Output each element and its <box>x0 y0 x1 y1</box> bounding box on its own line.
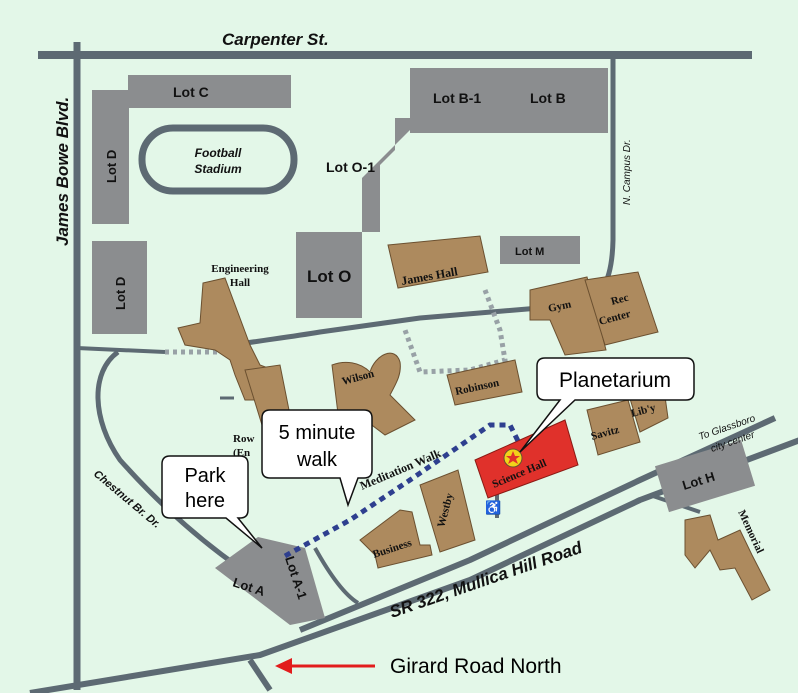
savitz-hall-shape <box>586 399 641 456</box>
walk-callout-text-1: 5 minute <box>279 422 356 444</box>
engineering-label-2: Hall <box>230 277 250 289</box>
walkway-loop <box>402 289 508 375</box>
n-campus-label: N. Campus Dr. <box>622 139 633 205</box>
park-callout-box <box>161 455 263 549</box>
walk-callout: 5 minute walk <box>261 409 373 508</box>
girard-road <box>247 658 273 692</box>
walk-callout-text-2: walk <box>296 449 338 471</box>
planetarium-callout-text: Planetarium <box>559 369 671 392</box>
lot-m-shape <box>500 236 580 264</box>
business-hall-shape <box>359 509 433 569</box>
stadium-track <box>138 124 298 195</box>
lot-o1-label: Lot O-1 <box>326 159 375 175</box>
memorial-hall-shape <box>684 514 771 601</box>
chestnut-road <box>95 349 242 571</box>
park-callout-text-1: Park <box>184 465 226 487</box>
rec-center-label-1: Rec <box>610 292 630 308</box>
rowan-label-1: Row <box>233 433 254 445</box>
lot-h-shape <box>654 439 756 513</box>
walk-callout-box <box>261 409 373 508</box>
robinson-hall-shape <box>446 359 523 406</box>
lot-b-label: Lot B <box>530 90 566 106</box>
lot-c-label: Lot C <box>173 84 209 100</box>
park-callout-text-2: here <box>185 490 225 512</box>
lot-o-label: Lot O <box>307 267 351 286</box>
engineering-label-1: Engineering <box>211 263 269 275</box>
james-bowe-label: James Bowe Blvd. <box>53 97 72 246</box>
walkways <box>165 289 508 375</box>
carpenter-street-label: Carpenter St. <box>222 30 329 49</box>
accessible-icon: ♿ <box>485 500 501 515</box>
planetarium-callout-box <box>519 357 695 453</box>
parking-lots <box>92 68 756 625</box>
n-campus-drive <box>237 55 616 350</box>
star-icon <box>506 451 520 464</box>
mullica-hill-road-upper <box>298 415 777 633</box>
girard-road-label: Girard Road North <box>390 655 562 678</box>
lot-d-upper-label: Lot D <box>104 150 119 183</box>
walk-path <box>283 422 523 559</box>
gym-label: Gym <box>547 298 572 315</box>
lot-o-shape <box>296 68 608 318</box>
lot-d-upper-shape <box>92 90 129 224</box>
lot-a-access-road <box>313 547 360 605</box>
stadium-label-2: Stadium <box>194 162 242 176</box>
lot-b1-label: Lot B-1 <box>433 90 481 106</box>
connector-road <box>76 346 166 354</box>
lot-a-shape <box>215 537 325 625</box>
gym-shape <box>529 276 607 356</box>
planetarium-callout: Planetarium <box>519 357 695 453</box>
westby-hall-shape <box>419 469 476 553</box>
lot-d-lower-shape <box>92 241 147 334</box>
lot-c-shape <box>128 75 291 108</box>
stadium-label-1: Football <box>195 146 242 160</box>
lot-d-lower-label: Lot D <box>113 277 128 310</box>
red-arrow-icon <box>275 658 292 674</box>
girard-road-indicator: Girard Road North <box>275 655 562 678</box>
james-hall-shape <box>387 235 489 289</box>
lot-m-label: Lot M <box>515 246 544 258</box>
rec-center-shape <box>584 271 659 346</box>
park-callout: Park here <box>161 455 263 549</box>
